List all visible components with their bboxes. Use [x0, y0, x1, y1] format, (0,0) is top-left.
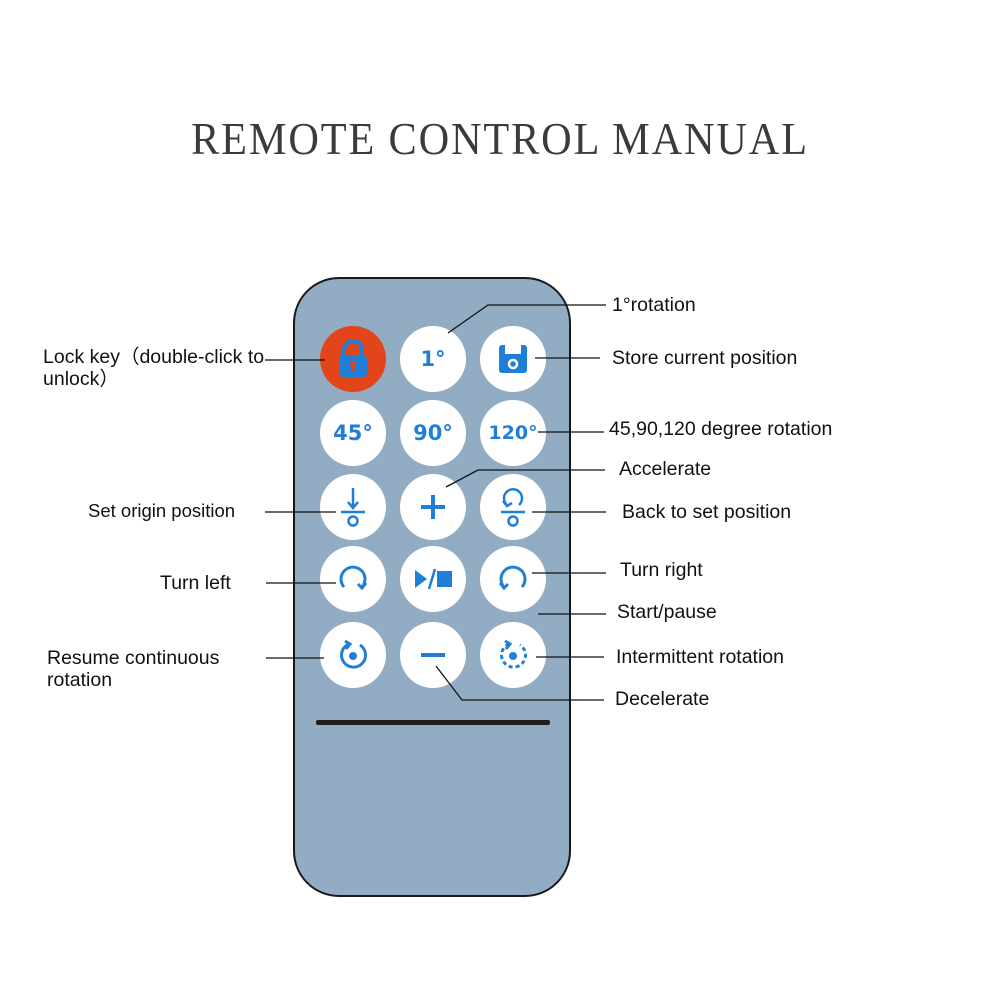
turn-left-button[interactable]: [320, 546, 386, 612]
label-degree-rotation: 45,90,120 degree rotation: [609, 418, 833, 440]
rotate-120-button-label: 120°: [488, 422, 538, 444]
intermittent-rotation-button[interactable]: [480, 622, 546, 688]
rotate-right-icon: [498, 565, 527, 591]
intermittent-rotation-icon: [500, 639, 528, 669]
label-accelerate: Accelerate: [619, 458, 712, 480]
rotate-90-button[interactable]: 90°: [400, 400, 466, 466]
label-back-to-set-position: Back to set position: [622, 501, 792, 523]
store-position-button[interactable]: [480, 326, 546, 392]
speaker-slot: [316, 720, 550, 725]
turn-right-button[interactable]: [480, 546, 546, 612]
label-store-current-position: Store current position: [612, 347, 798, 369]
rotate-90-button-label: 90°: [413, 421, 453, 445]
minus-icon: [421, 653, 445, 657]
rotate-left-icon: [339, 565, 368, 591]
label-one-degree-rotation: 1°rotation: [612, 294, 696, 316]
label-start-pause: Start/pause: [617, 601, 717, 623]
label-turn-left: Turn left: [160, 572, 231, 594]
lock-icon: [339, 339, 367, 377]
set-origin-button[interactable]: [320, 474, 386, 540]
one-degree-button-label: 1°: [420, 347, 446, 371]
continuous-rotation-icon: [340, 639, 368, 669]
decelerate-button[interactable]: [400, 622, 466, 688]
accelerate-button[interactable]: [400, 474, 466, 540]
back-to-set-position-button[interactable]: [480, 474, 546, 540]
start-pause-button[interactable]: [400, 546, 466, 612]
label-turn-right: Turn right: [620, 559, 703, 581]
label-decelerate: Decelerate: [615, 688, 710, 710]
label-intermittent-rotation: Intermittent rotation: [616, 646, 784, 668]
label-lock-key: Lock key（double-click to unlock）: [43, 346, 265, 390]
rotate-45-button[interactable]: 45°: [320, 400, 386, 466]
play-pause-icon: [415, 568, 452, 590]
resume-continuous-button[interactable]: [320, 622, 386, 688]
one-degree-button[interactable]: 1°: [400, 326, 466, 392]
floppy-disk-icon: [499, 345, 527, 373]
rotate-45-button-label: 45°: [333, 421, 373, 445]
lock-button[interactable]: [320, 326, 386, 392]
rotate-120-button[interactable]: 120°: [480, 400, 546, 466]
page-title: REMOTE CONTROL MANUAL: [191, 113, 809, 164]
label-set-origin-position: Set origin position: [88, 500, 236, 521]
return-origin-icon: [501, 488, 525, 527]
label-resume-continuous-rotation: Resume continuous rotation: [47, 647, 220, 691]
set-origin-icon: [341, 488, 365, 527]
plus-icon: [421, 495, 445, 519]
